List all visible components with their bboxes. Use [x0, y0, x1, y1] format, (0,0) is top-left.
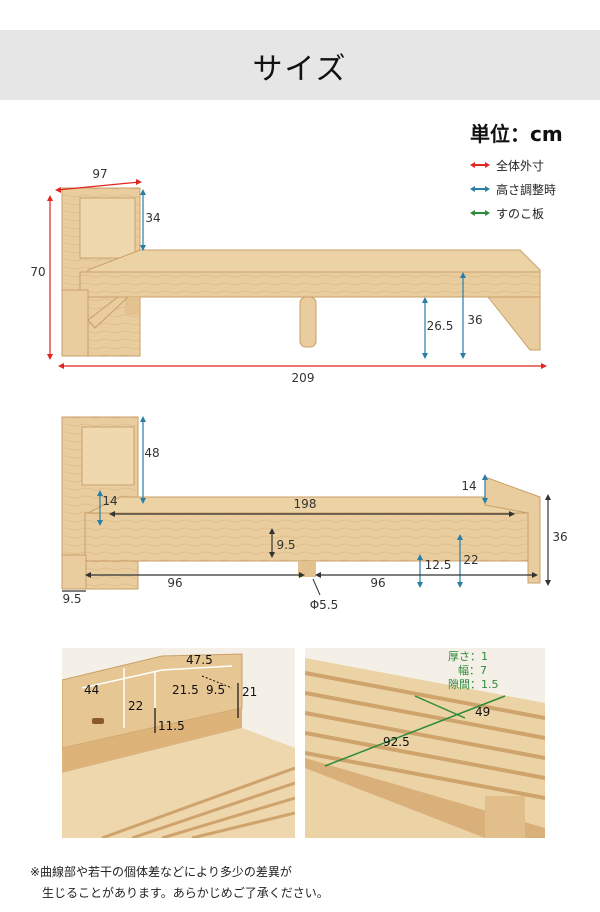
- dim-leg-height: 26.5: [427, 319, 454, 333]
- dim-overall-height: 70: [30, 265, 45, 279]
- dim2-leg-offset: 9.5: [62, 592, 81, 606]
- dim2-half-left: 96: [167, 576, 182, 590]
- dim-headboard-upper: 34: [145, 211, 160, 225]
- dim-headboard-width: 97: [92, 167, 107, 181]
- red-arrow-icon: [470, 162, 490, 168]
- dim2-inner-length: 198: [294, 497, 317, 511]
- photo-slats: 厚さ：1 幅：7 隙間：1.5 49 92.5: [305, 648, 545, 838]
- dim-shelf-mid: 21.5: [172, 683, 199, 697]
- legend-label-overall: 全体外寸: [496, 158, 545, 173]
- note-line-2: 生じることがあります。あらかじめご了承ください。: [42, 886, 329, 900]
- dim2-half-right: 96: [370, 576, 385, 590]
- dim2-leg-low: 12.5: [425, 558, 452, 572]
- bed-diagram-side: 97 70 209 34 26.5 36: [30, 167, 547, 385]
- legend-label-slat: すのこ板: [496, 206, 545, 221]
- dim-shelf-right-height: 21: [242, 685, 257, 699]
- photo-headboard: 47.5 44 22 21.5 9.5 21 11.5: [62, 648, 295, 838]
- disclaimer-note: ※曲線部や若干の個体差などにより多少の差異が 生じることがあります。あらかじめご…: [30, 862, 329, 904]
- dim2-headboard-side: 14: [102, 494, 117, 508]
- dim-shelf-bottom: 11.5: [158, 719, 185, 733]
- dim2-center-gap: 9.5: [276, 538, 295, 552]
- legend-item-slat: すのこ板: [470, 201, 595, 225]
- dim-overall-length: 209: [292, 371, 315, 385]
- legend: 単位：cm 全体外寸 高さ調整時 すのこ板: [470, 118, 595, 225]
- bed-diagram-elevation: 48 14 14 9.5 12.5 22 198 36 96 96 9.5 Φ5…: [61, 416, 568, 612]
- side-frame: [84, 512, 541, 562]
- slat-width: 幅：7: [458, 664, 487, 677]
- dim2-leg-diameter: Φ5.5: [310, 598, 339, 612]
- title-band: サイズ: [0, 30, 600, 100]
- legend-item-height: 高さ調整時: [470, 177, 595, 201]
- dim-slat-length: 92.5: [383, 735, 410, 749]
- legend-item-overall: 全体外寸: [470, 153, 595, 177]
- unit-label: 単位：cm: [470, 122, 563, 146]
- slat-gap: 隙間：1.5: [448, 677, 499, 691]
- dim-shelf-left-width: 44: [84, 683, 99, 697]
- legend-label-height: 高さ調整時: [496, 182, 557, 197]
- side-rail: [79, 271, 541, 298]
- page-title: サイズ: [252, 52, 348, 87]
- note-line-1: ※曲線部や若干の個体差などにより多少の差異が: [30, 865, 292, 879]
- dim-bed-height: 36: [467, 313, 482, 327]
- dim2-footboard-upper: 14: [461, 479, 476, 493]
- dim-shelf-width: 47.5: [186, 653, 213, 667]
- dim2-leg-high: 22: [463, 553, 478, 567]
- dim2-headboard-upper: 48: [144, 446, 159, 460]
- green-arrow-icon: [470, 210, 490, 216]
- dim-shelf-small: 9.5: [206, 683, 225, 697]
- dim-shelf-height: 22: [128, 699, 143, 713]
- dim-slat-width: 49: [475, 705, 490, 719]
- dim2-right-height: 36: [552, 530, 567, 544]
- slat-thickness: 厚さ：1: [448, 650, 488, 663]
- blue-arrow-icon: [470, 186, 490, 192]
